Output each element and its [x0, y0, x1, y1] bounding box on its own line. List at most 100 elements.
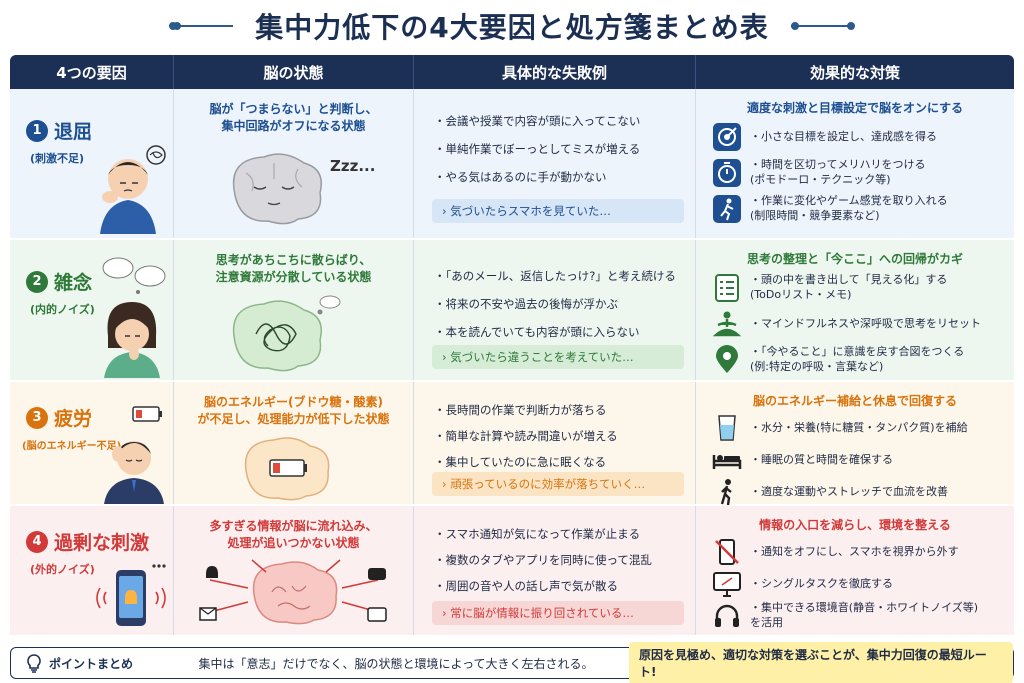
- factor-title: 3 疲労: [26, 404, 165, 431]
- list-item: ・複数のタブやアプリを同時に使って混乱: [434, 553, 652, 567]
- list-item: ・長時間の作業で判断力が落ちる: [434, 403, 607, 417]
- countermeasure-item: ・水分・栄養(特に糖質・タンパク質)を補給: [712, 413, 1006, 443]
- table-row-wandering-thoughts: 2 雑念 (内的ノイズ) 思考があちこちに散らばり、 注意資源が分散してい: [10, 240, 1014, 382]
- countermeasure-item: ・睡眠の質と時間を確保する: [712, 445, 1006, 475]
- column-header-countermeasures: 効果的な対策: [809, 63, 900, 82]
- factor-subtitle: (内的ノイズ): [30, 303, 95, 316]
- factor-subtitle: (刺激不足): [30, 152, 85, 165]
- phone-off-icon: [712, 537, 742, 567]
- failure-callout: › 気づいたらスマホを見ていた…: [432, 199, 684, 223]
- brain-state-line-2: 集中回路がオフになる状態: [221, 119, 366, 134]
- summary-footer: ポイントまとめ 集中は「意志」だけでなく、脳の状態と環境によって大きく左右される…: [10, 642, 1014, 683]
- countermeasure-subtext: (制限時間・競争要素など): [750, 209, 880, 222]
- checklist-icon: [712, 273, 742, 303]
- list-item: ・将来の不安や過去の後悔が浮かぶ: [434, 297, 618, 311]
- factor-cell: 2 雑念 (内的ノイズ): [10, 240, 174, 380]
- list-item: ・本を読んでいても内容が頭に入らない: [434, 325, 640, 339]
- list-item: ・集中していたのに急に眠くなる: [434, 455, 607, 469]
- list-item: ・スマホ通知が気になって作業が止まる: [434, 527, 641, 541]
- factor-cell: 3 疲労 (脳のエネルギー不足): [10, 382, 174, 504]
- title-decoration-left: [169, 22, 234, 30]
- factor-name: 退屈: [54, 121, 93, 143]
- factor-cell: 4 過剰な刺激 (外的ノイズ): [10, 506, 174, 635]
- failure-callout: › 気づいたら違うことを考えていた…: [432, 345, 684, 369]
- countermeasure-text: ・頭の中を書き出して「見える化」する: [750, 273, 948, 287]
- thought-cloud-icon: [102, 257, 166, 294]
- countermeasure-text: ・適度な運動やストレッチで血流を改善: [750, 484, 948, 498]
- countermeasure-subtext: を活用: [750, 616, 783, 629]
- walking-icon: [712, 477, 742, 507]
- bed-icon: [712, 445, 742, 475]
- factor-number-badge: 2: [26, 270, 48, 293]
- brain-state-cell: 脳のエネルギー(ブドウ糖・酸素) が不足し、処理能力が低下した状態: [174, 382, 414, 504]
- headphones-icon: [712, 601, 742, 631]
- smartphone-notification-illustration: [96, 564, 166, 626]
- brain-state-line-2: が不足し、処理能力が低下した状態: [197, 412, 390, 427]
- footer-highlight: 原因を見極め、適切な対策を選ぶことが、集中力回復の最短ルート!: [628, 642, 1013, 683]
- failure-callout: › 頑張っているのに効率が落ちていく…: [432, 472, 684, 496]
- page-title: 集中力低下の4大要因と処方箋まとめ表: [255, 11, 769, 44]
- factor-cell: 1 退屈 (刺激不足): [10, 89, 174, 238]
- brain-state-line-1: 多すぎる情報が脳に流れ込み、: [209, 519, 378, 533]
- factor-subtitle: (脳のエネルギー不足): [22, 441, 122, 452]
- factor-title: 2 雑念: [26, 268, 165, 295]
- countermeasure-item: ・作業に変化やゲーム感覚を取り入れる(制限時間・競争要素など): [712, 194, 1006, 224]
- footer-label: ポイントまとめ: [48, 656, 133, 671]
- countermeasure-item: ・適度な運動やストレッチで血流を改善: [712, 477, 1006, 507]
- countermeasure-text: ・通知をオフにし、スマホを視界から外す: [750, 544, 959, 558]
- brain-state-cell: 脳が「つまらない」と判断し、 集中回路がオフになる状態 Zzz...: [174, 89, 414, 238]
- countermeasure-heading: 脳のエネルギー補給と休息で回復する: [752, 394, 957, 408]
- brain-state-line-1: 脳が「つまらない」と判断し、: [209, 102, 378, 116]
- running-icon: [712, 194, 742, 224]
- factor-number-badge: 1: [26, 119, 48, 142]
- countermeasure-text: ・「今やること」に意識を戻す合図をつくる: [750, 345, 965, 359]
- countermeasure-text: ・睡眠の質と時間を確保する: [750, 452, 893, 466]
- list-item: ・「あのメール、返信したっけ?」と考え続ける: [434, 269, 676, 283]
- factor-title: 4 過剰な刺激: [26, 528, 165, 555]
- countermeasure-item: ・時間を区切ってメリハリをつける(ポモドーロ・テクニック等): [712, 158, 1006, 188]
- table-row-boredom: 1 退屈 (刺激不足) 脳が「つまらない」と判断し、 集中回路がオフになる状態: [10, 89, 1014, 240]
- brain-state-line-2: 処理が追いつかない状態: [227, 536, 360, 551]
- location-pin-icon: [712, 345, 742, 375]
- factor-name: 過剰な刺激: [54, 532, 150, 554]
- brain-state-line-2: 注意資源が分散している状態: [215, 270, 372, 285]
- failure-list: ・スマホ通知が気になって作業が止まる ・複数のタブやアプリを同時に使って混乱 ・…: [434, 526, 687, 594]
- brain-state-line-1: 思考があちこちに散らばり、: [215, 253, 372, 267]
- factor-name: 疲労: [54, 408, 93, 430]
- list-item: ・やる気はあるのに手が動かない: [434, 170, 607, 184]
- brain-state-text: 脳が「つまらない」と判断し、 集中回路がオフになる状態: [182, 101, 405, 136]
- failure-callout: › 常に脳が情報に振り回されている…: [432, 601, 684, 625]
- factor-number-badge: 4: [26, 530, 48, 553]
- failure-list: ・会議や授業で内容が頭に入ってこない ・単純作業でぼーっとしてミスが増える ・や…: [434, 113, 687, 185]
- countermeasure-text: ・小さな目標を設定し、達成感を得る: [750, 129, 937, 143]
- meditation-icon: [712, 309, 742, 339]
- tired-person-illustration: [104, 441, 164, 504]
- low-battery-icon: [132, 406, 162, 422]
- column-header-factor: 4つの要因: [10, 55, 174, 89]
- sleep-text: Zzz...: [330, 157, 376, 175]
- factor-name: 雑念: [54, 272, 93, 294]
- column-header-brain-state: 脳の状態: [174, 55, 414, 89]
- table-row-overstimulation: 4 過剰な刺激 (外的ノイズ) 多すぎる情報が脳に流れ込み、 処理が追いつかない…: [10, 506, 1014, 637]
- table-header: 4つの要因 脳の状態 具体的な失敗例 効果的な対策: [10, 55, 1014, 89]
- countermeasure-item: ・集中できる環境音(静音・ホワイトノイズ等)を活用: [712, 601, 1006, 631]
- footer-text: 集中は「意志」だけでなく、脳の状態と環境によって大きく左右される。: [198, 656, 594, 671]
- title-bar: 集中力低下の4大要因と処方箋まとめ表: [0, 0, 1024, 52]
- failure-examples-cell: ・「あのメール、返信したっけ?」と考え続ける ・将来の不安や過去の後悔が浮かぶ …: [414, 240, 696, 380]
- failure-list: ・「あのメール、返信したっけ?」と考え続ける ・将来の不安や過去の後悔が浮かぶ …: [434, 268, 687, 340]
- brain-state-text: 脳のエネルギー(ブドウ糖・酸素) が不足し、処理能力が低下した状態: [182, 394, 405, 429]
- countermeasure-heading: 適度な刺激と目標設定で脳をオンにする: [746, 101, 964, 115]
- countermeasure-subtext: (ポモドーロ・テクニック等): [750, 173, 891, 186]
- countermeasure-text: ・マインドフルネスや深呼吸で思考をリセット: [750, 316, 981, 330]
- failure-examples-cell: ・長時間の作業で判断力が落ちる ・簡単な計算や読み間違いが増える ・集中していた…: [414, 382, 696, 504]
- countermeasures-cell: 脳のエネルギー補給と休息で回復する ・水分・栄養(特に糖質・タンパク質)を補給 …: [696, 382, 1014, 507]
- title-decoration-right: [790, 22, 855, 30]
- brain-state-text: 思考があちこちに散らばり、 注意資源が分散している状態: [182, 252, 405, 287]
- countermeasures-cell: 思考の整理と「今ここ」への回帰がカギ ・頭の中を書き出して「見える化」する(To…: [696, 240, 1014, 380]
- brain-tangled-illustration: [232, 295, 341, 372]
- list-item: ・単純作業でぼーっとしてミスが増える: [434, 142, 641, 156]
- list-item: ・周囲の音や人の話し声で気が散る: [434, 579, 618, 593]
- brain-low-battery-illustration: [244, 437, 330, 501]
- countermeasures-cell: 情報の入口を減らし、環境を整える ・通知をオフにし、スマホを視界から外す ・シン…: [696, 506, 1014, 635]
- countermeasure-text: ・集中できる環境音(静音・ホワイトノイズ等): [750, 601, 979, 615]
